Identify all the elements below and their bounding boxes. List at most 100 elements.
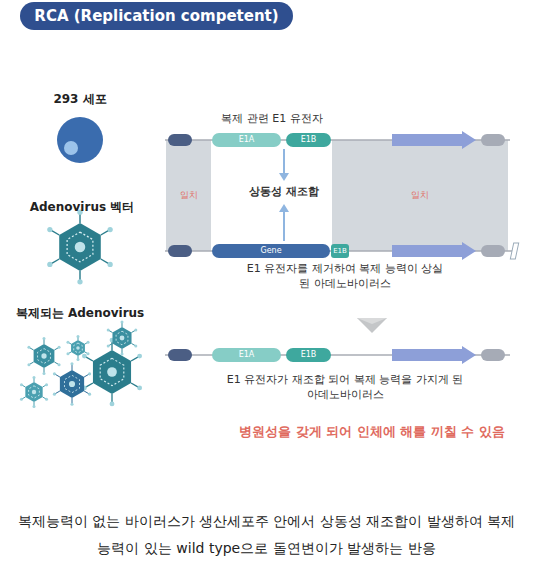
virus-spike-tip xyxy=(121,352,124,355)
virus-inner xyxy=(74,343,83,353)
virus-core xyxy=(75,242,86,253)
virus-spike-tip xyxy=(77,279,82,284)
gene-box: E1B xyxy=(331,244,349,258)
virus-icon xyxy=(107,321,138,356)
virus-spike-tip xyxy=(107,344,110,347)
virus-core xyxy=(41,353,46,358)
virus-icon xyxy=(82,338,142,407)
cell-label: 293 세포 xyxy=(15,91,145,108)
virus-spike-tip xyxy=(27,363,30,366)
virus-spike-tip xyxy=(107,227,112,232)
node-text: E1A xyxy=(239,136,255,144)
caption-text: 복제능력이 없는 바이러스가 생산세포주 안에서 상동성 재조합이 발생하여 복… xyxy=(11,508,522,561)
virus-spike xyxy=(111,341,112,350)
note-text: E1 유전자를 제거하여 복제 능력이 상실된 아데노바이러스 xyxy=(245,261,445,292)
virus-spike-tip xyxy=(58,363,61,366)
virus-core xyxy=(76,346,80,350)
virus-spike-tip xyxy=(137,354,142,359)
virus-spike-tip xyxy=(58,346,61,349)
cell-circle xyxy=(57,117,103,163)
match-band: 일치 xyxy=(166,140,211,251)
virus-spike-tip xyxy=(134,329,137,332)
virus-spike-tip xyxy=(45,398,48,401)
gene-box: E1B xyxy=(286,133,331,147)
gene-arrow xyxy=(392,346,476,364)
itr-cap xyxy=(481,245,505,257)
itr-cap xyxy=(481,134,505,146)
virus-spike-tip xyxy=(66,341,69,344)
virus-spike-tip xyxy=(53,372,56,375)
virus-spike-tip xyxy=(43,337,46,340)
gene-box: E1A xyxy=(212,348,281,362)
cell-nucleus xyxy=(64,141,78,155)
virus-spike-tip xyxy=(107,329,110,332)
match-band: 일치 xyxy=(332,140,508,251)
virus-core xyxy=(32,390,36,394)
virus-spike-tip xyxy=(77,358,80,361)
virus-spike xyxy=(131,383,139,387)
gene-box: E1A xyxy=(212,133,281,147)
virus-capsid xyxy=(59,223,101,271)
virus-spike-tip xyxy=(121,321,124,324)
virus-spike xyxy=(85,383,93,387)
virus-spike-tip xyxy=(27,346,30,349)
virus-spike-tip xyxy=(70,362,73,365)
vector-label: Adenovirus 벡터 xyxy=(7,199,157,216)
virus-spike xyxy=(51,259,59,264)
virus-spike xyxy=(101,230,109,235)
virus-spike xyxy=(101,259,109,264)
virus-spike xyxy=(85,357,93,361)
virus-spike-tip xyxy=(45,383,48,386)
virus-spike-tip xyxy=(66,352,69,355)
virus-icon xyxy=(20,376,48,408)
virus-spike-tip xyxy=(53,393,56,396)
virus-spike-tip xyxy=(43,372,46,375)
virus-inner xyxy=(29,386,40,398)
virus-icon xyxy=(66,335,89,361)
virus-spike-tip xyxy=(70,403,73,406)
arrow-shaft xyxy=(283,211,285,241)
node-text: E1A xyxy=(239,351,255,359)
virus-inner xyxy=(116,331,128,345)
virus-spike xyxy=(131,357,139,361)
itr-cap xyxy=(168,245,192,257)
itr-cap xyxy=(168,134,192,146)
virus-spike-tip xyxy=(134,344,137,347)
node-text: E1B xyxy=(301,351,317,359)
strand-end-mark xyxy=(510,243,518,259)
virus-icon xyxy=(53,362,91,406)
virus-inner xyxy=(100,358,124,385)
virus-inner xyxy=(64,375,79,392)
virus-inner xyxy=(38,349,51,364)
result-chevron-shade xyxy=(357,318,387,324)
virus-spike-tip xyxy=(110,401,115,406)
virus-capsid xyxy=(60,370,84,398)
virus-capsid xyxy=(93,350,131,394)
virus-label: 복제되는 Adenovirus xyxy=(0,305,160,322)
virus-spike-tip xyxy=(87,352,90,355)
arrow-shaft xyxy=(283,149,285,174)
virus-capsid xyxy=(71,340,85,356)
virus-capsid xyxy=(34,344,55,368)
result-chevron xyxy=(357,318,387,333)
virus-capsid xyxy=(112,327,131,349)
virus-core xyxy=(107,367,117,377)
node-text: E1B xyxy=(333,248,347,255)
virus-spike-tip xyxy=(137,386,142,391)
arrow-head xyxy=(279,173,289,181)
virus-icon xyxy=(27,337,60,375)
gene-box: E1B xyxy=(286,348,331,362)
virus-spike-tip xyxy=(20,383,23,386)
virus-spike-tip xyxy=(47,262,52,267)
process-label: 상동성 재조합 xyxy=(229,184,339,199)
arrow-head xyxy=(279,204,289,212)
virus-spike-tip xyxy=(82,354,87,359)
gene-box: Gene xyxy=(212,244,330,258)
virus-spike-tip xyxy=(33,376,36,379)
virus-inner xyxy=(67,232,93,262)
dna-strand xyxy=(165,346,510,364)
itr-cap xyxy=(481,349,505,361)
node-text: 일치 xyxy=(180,191,198,200)
